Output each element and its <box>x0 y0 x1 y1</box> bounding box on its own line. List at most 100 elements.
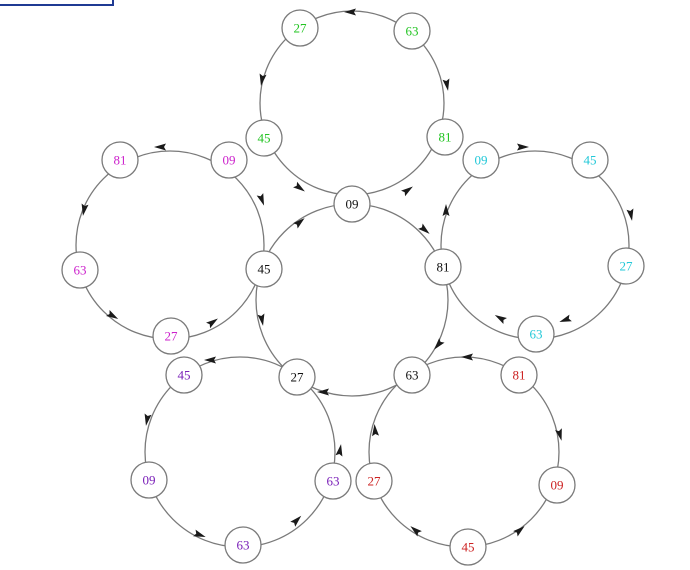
node-circle <box>314 462 352 500</box>
node-circle <box>245 250 283 288</box>
node-br-45: 45 <box>449 528 487 566</box>
node-label: 63 <box>74 263 87 278</box>
node-label: 27 <box>620 259 634 274</box>
node-circle <box>393 12 431 50</box>
node-circle <box>424 248 462 286</box>
arrowhead-icon <box>626 208 634 221</box>
node-circle <box>607 247 645 285</box>
node-left-63: 63 <box>61 251 99 289</box>
arrowhead-icon <box>494 315 507 325</box>
arrowhead-icon <box>154 143 166 151</box>
node-center-27: 27 <box>278 358 316 396</box>
arrowhead-icon <box>559 314 572 323</box>
node-left-27: 27 <box>152 317 190 355</box>
node-label: 63 <box>406 368 419 383</box>
arrowhead-icon <box>106 309 119 319</box>
node-label: 63 <box>237 538 250 553</box>
node-label: 45 <box>258 262 271 277</box>
node-label: 09 <box>346 197 359 212</box>
node-circle <box>101 141 139 179</box>
arrowhead-icon <box>372 424 380 437</box>
node-circle <box>538 466 576 504</box>
arrowhead-icon <box>317 388 329 396</box>
arrowhead-icon <box>513 526 525 537</box>
node-label: 27 <box>294 21 308 36</box>
node-center-45: 45 <box>245 250 283 288</box>
nodes-layer: 09 81 63 27 45 27 63 81 45 81 09 63 27 09 45 27 63 45 09 63… <box>61 9 645 566</box>
node-circle <box>165 356 203 394</box>
node-right-63: 63 <box>517 315 555 353</box>
node-left-09: 09 <box>210 141 248 179</box>
node-bl-63-bottom: 63 <box>224 526 262 564</box>
arrowhead-icon <box>204 356 216 364</box>
arrowhead-icon <box>442 78 450 91</box>
node-top-81: 81 <box>426 118 464 156</box>
arrowhead-icon <box>293 218 305 229</box>
arrowhead-icon <box>461 353 473 361</box>
node-right-45: 45 <box>571 141 609 179</box>
node-bl-09: 09 <box>130 461 168 499</box>
arrowhead-icon <box>418 223 430 234</box>
arrowhead-icon <box>517 143 529 151</box>
node-circle <box>393 356 431 394</box>
node-label: 81 <box>439 130 452 145</box>
arrowhead-icon <box>290 515 302 527</box>
arrowhead-icon <box>335 444 343 457</box>
arrowhead-icon <box>193 529 206 538</box>
arrowhead-icon <box>257 313 265 326</box>
corner-box <box>0 0 114 6</box>
node-top-45: 45 <box>245 119 283 157</box>
arrowhead-icon <box>256 193 265 206</box>
node-br-09: 09 <box>538 466 576 504</box>
arrowhead-icon <box>410 526 422 537</box>
node-br-27: 27 <box>355 462 393 500</box>
arrowhead-icon <box>293 181 305 192</box>
arrowhead-icon <box>206 318 218 329</box>
node-top-27: 27 <box>281 9 319 47</box>
arrowhead-icon <box>144 413 152 426</box>
node-circle <box>278 358 316 396</box>
node-center-81: 81 <box>424 248 462 286</box>
arrowhead-icon <box>259 73 267 86</box>
node-circle <box>355 462 393 500</box>
node-left-81: 81 <box>101 141 139 179</box>
node-circle <box>426 118 464 156</box>
node-circle <box>333 185 371 223</box>
node-circle <box>210 141 248 179</box>
node-circle <box>449 528 487 566</box>
node-circle <box>152 317 190 355</box>
node-label: 81 <box>437 260 450 275</box>
node-circle <box>224 526 262 564</box>
node-label: 09 <box>143 473 156 488</box>
node-label: 45 <box>258 131 271 146</box>
node-top-63: 63 <box>393 12 431 50</box>
node-label: 27 <box>368 474 382 489</box>
node-center-63: 63 <box>393 356 431 394</box>
arrowhead-icon <box>344 8 356 16</box>
node-right-09: 09 <box>462 141 500 179</box>
node-circle <box>462 141 500 179</box>
node-label: 27 <box>291 370 305 385</box>
ring-right <box>440 150 630 340</box>
arrows-layer <box>81 8 634 538</box>
node-circle <box>245 119 283 157</box>
node-circle <box>500 356 538 394</box>
arrowhead-icon <box>434 338 445 350</box>
node-label: 81 <box>513 368 526 383</box>
node-br-81: 81 <box>500 356 538 394</box>
ring-left <box>75 150 265 340</box>
node-bl-45: 45 <box>165 356 203 394</box>
node-label: 27 <box>165 329 179 344</box>
node-label: 81 <box>114 153 127 168</box>
node-label: 45 <box>584 153 597 168</box>
node-label: 45 <box>178 368 191 383</box>
arrowhead-icon <box>401 186 413 197</box>
node-label: 45 <box>462 540 475 555</box>
node-circle <box>517 315 555 353</box>
arrowhead-icon <box>555 428 562 441</box>
arrowhead-icon <box>81 203 89 216</box>
node-label: 63 <box>406 24 419 39</box>
node-label: 09 <box>223 153 236 168</box>
node-label: 63 <box>327 474 340 489</box>
